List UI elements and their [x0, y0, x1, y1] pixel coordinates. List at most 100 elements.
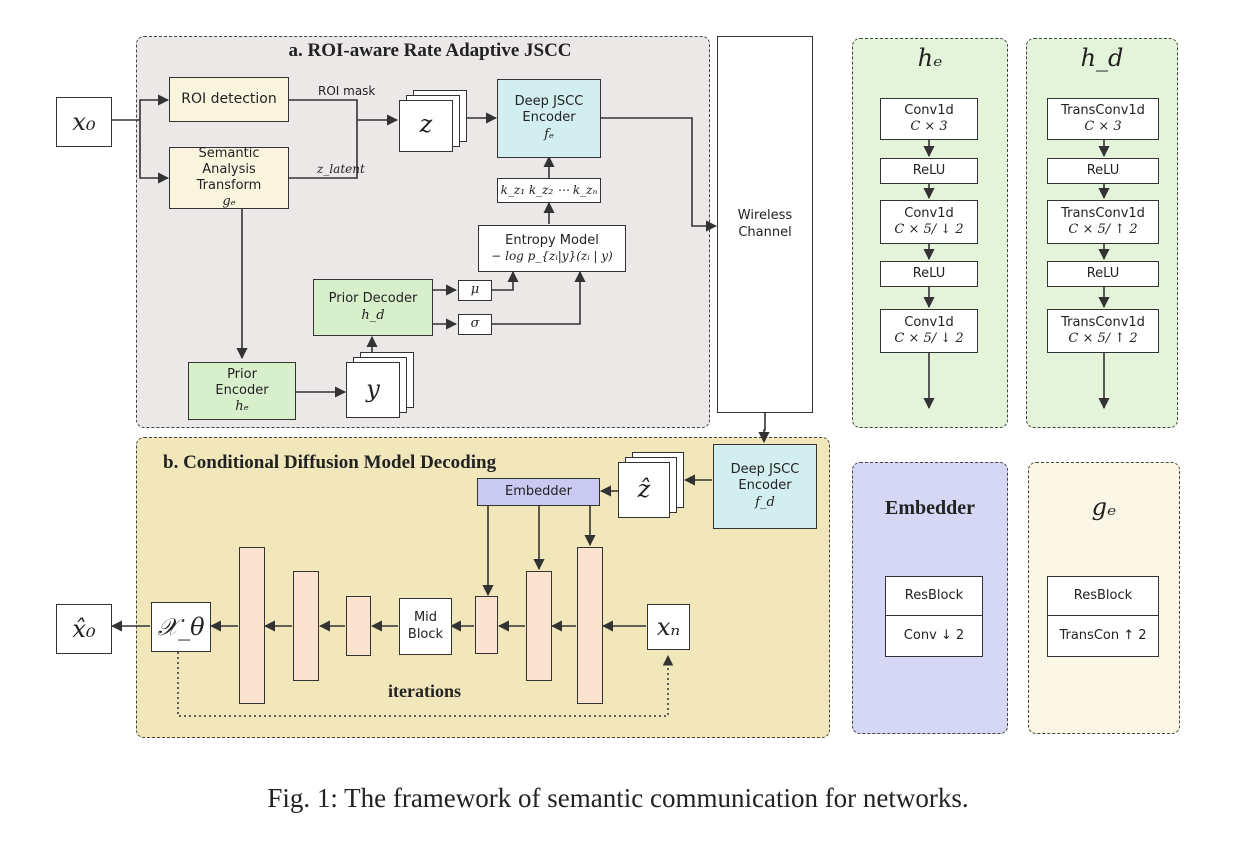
roi-detection-label: ROI detection	[181, 90, 277, 107]
k-sequence-block: k_z₁ k_z₂ ⋯ k_zₙ	[497, 178, 601, 203]
hd-block-5-line1: TransConv1d	[1061, 314, 1145, 330]
hd-block-2-line1: ReLU	[1086, 162, 1120, 178]
he-block-3-line2: C × 5/ ↓ 2	[894, 222, 964, 237]
hd-block-2: ReLU	[1047, 158, 1159, 184]
prior-decoder-symbol: h_d	[361, 307, 385, 323]
decoder-line2: Encoder	[738, 478, 792, 494]
prior-decoder-block: Prior Decoder h_d	[313, 279, 433, 336]
hd-block-1-line2: C × 3	[1084, 119, 1122, 134]
unet-up-block-2	[526, 571, 552, 681]
prior-encoder-line1: Prior	[227, 366, 257, 382]
embedder-resblock: ResBlock	[885, 576, 983, 616]
hd-block-1: TransConv1d C × 3	[1047, 98, 1159, 140]
he-panel-title: hₑ	[917, 44, 943, 72]
region-a-title: a. ROI-aware Rate Adaptive JSCC	[288, 40, 572, 61]
unet-up-block-3	[577, 547, 603, 704]
he-block-1-line2: C × 3	[910, 119, 948, 134]
prior-encoder-line2: Encoder	[215, 382, 269, 398]
roi-detection-block: ROI detection	[169, 77, 289, 122]
hd-block-3-line2: C × 5/ ↑ 2	[1068, 222, 1138, 237]
encoder-line2: Encoder	[522, 110, 576, 126]
iterations-label: iterations	[388, 681, 461, 701]
mu-label: μ	[470, 282, 480, 298]
he-block-2-line1: ReLU	[912, 162, 946, 178]
z-label: z	[419, 110, 433, 138]
prior-decoder-label: Prior Decoder	[328, 291, 418, 307]
he-block-3-line1: Conv1d	[904, 205, 954, 221]
decoder-symbol: f_d	[755, 494, 775, 510]
embedder-block: Embedder	[477, 478, 600, 506]
sigma-block: σ	[458, 314, 492, 335]
he-block-1-line1: Conv1d	[904, 102, 954, 118]
z-latent-label: z_latent	[317, 162, 365, 176]
k-sequence-label: k_z₁ k_z₂ ⋯ k_zₙ	[500, 183, 598, 197]
figure-caption: Fig. 1: The framework of semantic commun…	[267, 783, 969, 813]
embedder-conv-label: Conv ↓ 2	[903, 627, 965, 643]
semantic-analysis-transform-block: Semantic Analysis Transform gₑ	[169, 145, 289, 210]
unet-up-block-1	[475, 596, 498, 654]
unet-down-block-1	[239, 547, 265, 704]
encoder-line1: Deep JSCC	[514, 94, 584, 110]
x-theta-label: 𝒳_θ	[157, 613, 205, 641]
ge-transconv-label: TransCon ↑ 2	[1059, 627, 1147, 643]
unet-down-block-3	[346, 596, 371, 656]
deep-jscc-encoder-block: Deep JSCC Encoder fₑ	[497, 79, 601, 158]
he-block-1: Conv1d C × 3	[880, 98, 978, 140]
deep-jscc-decoder-block: Deep JSCC Encoder f_d	[713, 444, 817, 529]
he-block-4-line1: ReLU	[912, 265, 946, 281]
ge-resblock-label: ResBlock	[1073, 587, 1133, 603]
x0-label: x₀	[72, 108, 96, 136]
hd-block-3-line1: TransConv1d	[1061, 205, 1145, 221]
entropy-line1: Entropy Model	[505, 232, 599, 248]
sat-symbol: gₑ	[222, 194, 236, 210]
prior-encoder-block: Prior Encoder hₑ	[188, 362, 296, 420]
mid-line1: Mid	[413, 610, 438, 626]
ge-panel-title: gₑ	[1091, 493, 1117, 521]
decoder-line1: Deep JSCC	[730, 462, 800, 478]
mid-line2: Block	[407, 626, 444, 642]
wireless-channel-block: Wireless Channel	[717, 36, 813, 413]
hd-block-4: ReLU	[1047, 261, 1159, 287]
prior-encoder-symbol: hₑ	[235, 399, 249, 415]
he-block-5-line1: Conv1d	[904, 314, 954, 330]
x0-hat-output: x̂₀	[56, 604, 112, 654]
he-block-4: ReLU	[880, 261, 978, 287]
embedder-resblock-label: ResBlock	[904, 587, 964, 603]
xn-label: xₙ	[656, 613, 681, 641]
hd-block-4-line1: ReLU	[1086, 265, 1120, 281]
sigma-label: σ	[470, 316, 480, 332]
xn-block: xₙ	[647, 604, 690, 650]
x0-hat-label: x̂₀	[72, 615, 96, 643]
embedder-panel-title: Embedder	[885, 497, 975, 519]
entropy-line2: − log p_{zᵢ|y}(zᵢ | y)	[491, 249, 613, 264]
unet-down-block-2	[293, 571, 319, 681]
embedder-label: Embedder	[505, 483, 572, 499]
he-block-3: Conv1d C × 5/ ↓ 2	[880, 200, 978, 244]
wireless-line2: Channel	[738, 224, 792, 240]
embedder-conv: Conv ↓ 2	[885, 615, 983, 657]
he-block-5: Conv1d C × 5/ ↓ 2	[880, 309, 978, 353]
hd-block-5-line2: C × 5/ ↑ 2	[1068, 331, 1138, 346]
hd-block-3: TransConv1d C × 5/ ↑ 2	[1047, 200, 1159, 244]
hd-panel-title: h_d	[1080, 44, 1124, 72]
hd-block-5: TransConv1d C × 5/ ↑ 2	[1047, 309, 1159, 353]
ge-resblock: ResBlock	[1047, 576, 1159, 616]
z-hat-label: ẑ	[637, 475, 651, 503]
sat-line1: Semantic Analysis	[198, 145, 260, 177]
y-label: y	[366, 375, 380, 403]
entropy-model-block: Entropy Model − log p_{zᵢ|y}(zᵢ | y)	[478, 225, 626, 272]
hd-block-1-line1: TransConv1d	[1061, 102, 1145, 118]
roi-mask-label: ROI mask	[318, 84, 376, 98]
ge-transconv: TransCon ↑ 2	[1047, 615, 1159, 657]
mu-block: μ	[458, 280, 492, 301]
he-block-5-line2: C × 5/ ↓ 2	[894, 331, 964, 346]
encoder-symbol: fₑ	[544, 126, 554, 142]
x0-input: x₀	[56, 97, 112, 147]
region-b-title: b. Conditional Diffusion Model Decoding	[163, 452, 497, 473]
he-block-2: ReLU	[880, 158, 978, 184]
sat-line2: Transform	[196, 178, 262, 193]
wireless-line1: Wireless	[737, 208, 793, 224]
mid-block: Mid Block	[399, 598, 452, 655]
x-theta-block: 𝒳_θ	[151, 602, 211, 652]
